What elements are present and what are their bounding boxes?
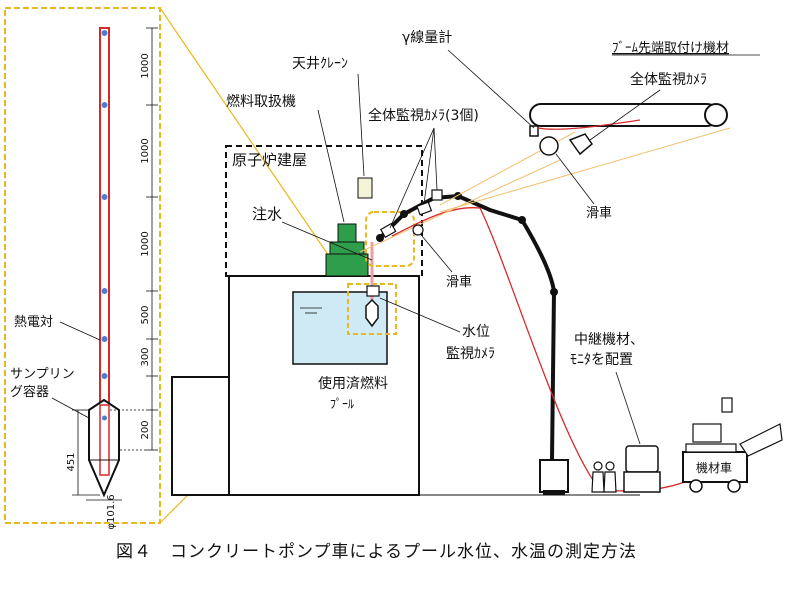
dim-1000-a: 1000: [140, 53, 151, 78]
label-relay-2: ﾓﾆﾀを配置: [570, 352, 633, 368]
label-sampling-1: サンプリン: [10, 367, 75, 382]
pool-camera: [365, 298, 379, 328]
sensor-dot: [102, 415, 107, 421]
sensor-dot: [101, 102, 108, 108]
sight-line: [359, 159, 561, 253]
equipment-box: [721, 397, 733, 413]
overhead-crane: [357, 177, 373, 199]
boom-joint: [550, 288, 558, 296]
overview-camera: [416, 201, 433, 216]
dim-200: 200: [140, 420, 151, 439]
pulley: [412, 224, 424, 236]
label-overview-cameras: 全体監視ｶﾒﾗ(3個): [368, 107, 479, 124]
boom-joint: [376, 234, 384, 242]
label-water-level-camera-1: 水位: [462, 324, 490, 340]
equipment-truck-body: [682, 451, 748, 483]
sampling-container: [88, 398, 120, 498]
signal-cable: [391, 207, 721, 492]
thermocouple-sensors: [101, 30, 108, 379]
label-gamma-meter: γ線量計: [402, 30, 452, 46]
label-fuel-machine: 燃料取扱機: [226, 93, 296, 110]
level-camera-head: [366, 285, 380, 297]
label-thermocouple: 熱電対: [14, 315, 53, 330]
label-reactor-building: 原子炉建屋: [232, 151, 307, 169]
dim-451: 451: [66, 452, 77, 471]
label-relay-1: 中継機材、: [574, 332, 644, 348]
workers: [591, 461, 617, 493]
label-sampling-2: グ容器: [10, 384, 49, 400]
sensor-dot: [101, 373, 108, 379]
left-outbuilding: [171, 376, 230, 496]
sampling-inner: [99, 404, 110, 476]
dim-500: 500: [140, 305, 151, 324]
label-pulley-mid: 滑車: [446, 275, 472, 290]
thermocouple-probe: [99, 27, 110, 414]
label-water-level-camera-2: 監視ｶﾒﾗ: [446, 345, 495, 362]
label-spent-pool-2: ﾌﾟｰﾙ: [330, 397, 354, 411]
label-overview-camera: 全体監視ｶﾒﾗ: [630, 71, 707, 88]
dim-1000-b: 1000: [140, 138, 151, 163]
sensor-dot: [101, 336, 108, 342]
truck-wheel: [727, 479, 741, 493]
boom-joint: [400, 210, 408, 218]
detail-frame: [4, 7, 161, 524]
truck-wheel: [689, 479, 703, 493]
dim-300: 300: [140, 347, 151, 366]
inset-cable: [537, 119, 641, 130]
dim-diameter: φ101.6: [106, 494, 117, 529]
dim-1000-c: 1000: [140, 231, 151, 256]
relay-monitor: [625, 445, 659, 473]
label-equipment-truck: 機材車: [696, 460, 732, 475]
label-crane: 天井ｸﾚｰﾝ: [292, 56, 348, 72]
inset-camera: [568, 133, 594, 156]
sensor-dot: [101, 288, 108, 294]
overview-camera: [379, 222, 397, 239]
fuel-handling-machine-top: [337, 223, 357, 243]
equipment-cart: [739, 423, 783, 457]
figure-caption: 図４ コンクリートポンプ車によるプール水位、水温の測定方法: [116, 542, 637, 562]
fuel-handling-machine-base: [325, 253, 369, 277]
label-spent-pool-1: 使用済燃料: [318, 375, 388, 392]
sensor-dot: [101, 194, 108, 200]
label-boom-tip-title: ﾌﾞｰﾑ先端取付け機材: [612, 41, 729, 56]
boom-joint: [518, 216, 526, 224]
boom-tip-callout: [365, 211, 415, 267]
callout-line-top: [159, 7, 349, 285]
sight-line: [439, 127, 731, 213]
concrete-pump-boom: [378, 193, 557, 461]
label-water-injection: 注水: [252, 205, 282, 223]
dimension-chain: [110, 27, 158, 451]
boom-cameras: [379, 189, 443, 239]
inset-pulley: [539, 136, 559, 156]
pump-truck-base: [539, 459, 569, 493]
sensor-dot: [101, 30, 108, 36]
overview-camera: [431, 189, 443, 201]
equipment-box: [692, 423, 722, 443]
label-pulley-top: 滑車: [586, 206, 612, 221]
fuel-handling-machine-mid: [329, 241, 365, 255]
